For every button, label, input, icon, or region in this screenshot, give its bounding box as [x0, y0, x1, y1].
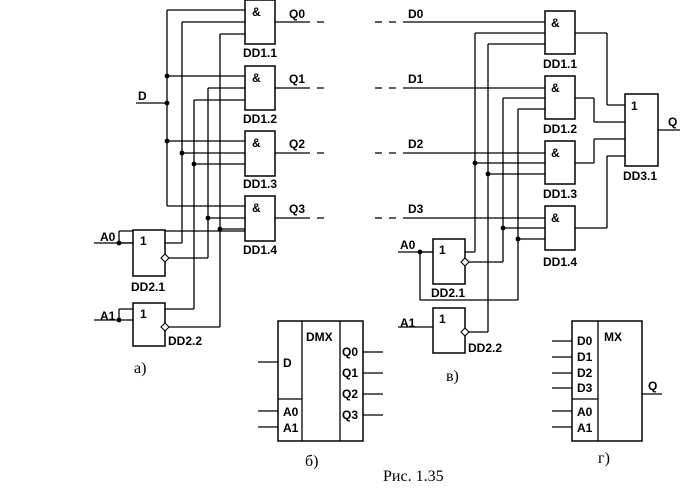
inverter-dd2-2: [132, 302, 166, 347]
inverter-symbol: 1: [140, 234, 147, 248]
and-gate-dd1-2: [244, 65, 276, 111]
or-gate-dd3-1: [624, 93, 659, 167]
subfigure-label: г): [598, 450, 610, 467]
input-label: D3: [408, 202, 424, 216]
inverter-dd2-2: [432, 307, 466, 354]
gate-symbol: &: [551, 16, 560, 30]
mx-addr: A0: [577, 405, 593, 419]
subfigure-label: а): [134, 360, 146, 377]
gate-symbol: &: [252, 201, 261, 215]
mx-title: MX: [604, 330, 622, 344]
dmx-output: Q3: [342, 408, 358, 422]
figure-caption: Рис. 1.35: [383, 468, 444, 485]
or-symbol: 1: [631, 99, 638, 113]
gate-label: DD1.3: [543, 187, 577, 201]
inverter-dd2-1: [432, 238, 466, 285]
inverter-symbol: 1: [439, 243, 446, 257]
gate-symbol: &: [551, 81, 560, 95]
diagram-v: & & & & DD1.1 DD1.2 DD1.3 DD1.4 D0 D1 D2…: [375, 7, 680, 385]
mx-block: [571, 320, 643, 442]
output-label: Q1: [289, 72, 305, 86]
addr-label: A1: [400, 316, 416, 330]
or-output-label: Q: [668, 115, 677, 129]
and-gate-dd1-3: [544, 140, 576, 185]
inverter-dd2-1: [132, 229, 166, 277]
gate-symbol: &: [551, 211, 560, 225]
gate-symbol: &: [252, 5, 261, 19]
input-label: D1: [408, 72, 424, 86]
dmx-output: Q0: [342, 345, 358, 359]
and-gate-dd1-2: [544, 75, 576, 120]
subfigure-label: в): [446, 368, 459, 385]
dmx-output: Q1: [342, 366, 358, 380]
inverter-label: DD2.2: [168, 334, 202, 348]
dmx-block: [277, 320, 364, 442]
dmx-addr: A0: [283, 405, 299, 419]
gate-symbol: &: [551, 146, 560, 160]
gate-label: DD1.1: [543, 57, 577, 71]
inverter-symbol: 1: [439, 312, 446, 326]
addr-label: A0: [100, 230, 116, 244]
subfigure-label: б): [305, 453, 318, 470]
inverter-label: DD2.2: [468, 341, 502, 355]
dmx-title: DMX: [306, 330, 333, 344]
addr-label: A0: [400, 238, 416, 252]
addr-label: A1: [100, 309, 116, 323]
input-label: D: [138, 89, 147, 103]
gate-label: DD1.3: [243, 177, 277, 191]
inverter-label: DD2.1: [131, 280, 165, 294]
or-gate-label: DD3.1: [623, 169, 657, 183]
mx-input: D1: [577, 350, 593, 364]
output-label: Q0: [289, 7, 305, 21]
and-gate-dd1-1: [544, 10, 576, 55]
dmx-addr: A1: [283, 421, 299, 435]
diagram-b: DMX D A0 A1 Q0 Q1 Q2 Q3 б): [258, 320, 383, 470]
diagram-g: MX D0 D1 D2 D3 A0 A1 Q г): [552, 320, 662, 467]
dmx-input: D: [283, 356, 292, 370]
gate-label: DD1.2: [243, 112, 277, 126]
gate-label: DD1.4: [243, 243, 277, 257]
mx-input: D2: [577, 366, 593, 380]
gate-label: DD1.2: [543, 122, 577, 136]
and-gate-dd1-4: [544, 205, 576, 251]
inverter-symbol: 1: [140, 307, 147, 321]
inverter-label: DD2.1: [431, 286, 465, 300]
input-label: D2: [408, 137, 424, 151]
gate-symbol: &: [252, 71, 261, 85]
output-label: Q2: [289, 137, 305, 151]
gate-label: DD1.1: [243, 46, 277, 60]
and-gate-dd1-4: [244, 195, 276, 242]
dmx-output: Q2: [342, 387, 358, 401]
input-label: D0: [408, 7, 424, 21]
gate-symbol: &: [252, 136, 261, 150]
diagram-a: & & & & DD1.1 DD1.2 DD1.3 DD1.4 Q0 Q1 Q2…: [94, 0, 330, 377]
mx-addr: A1: [577, 421, 593, 435]
mx-output-label: Q: [648, 379, 657, 393]
and-gate-dd1-3: [244, 130, 276, 177]
output-label: Q3: [289, 202, 305, 216]
gate-label: DD1.4: [543, 255, 577, 269]
mx-input: D3: [577, 381, 593, 395]
mx-input: D0: [577, 334, 593, 348]
